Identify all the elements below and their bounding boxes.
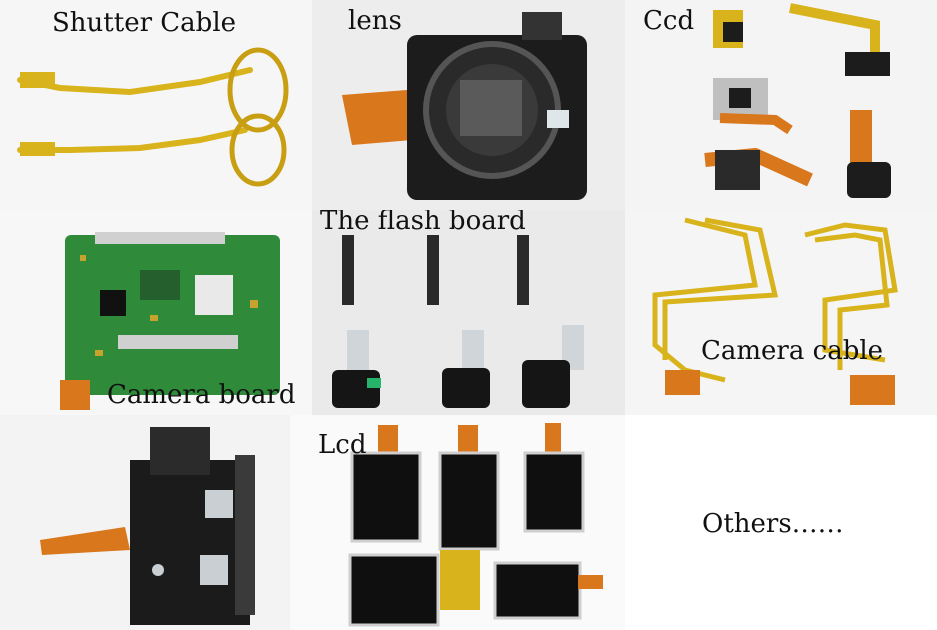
sensor-assembly-photo xyxy=(40,427,255,625)
ccd-label: Ccd xyxy=(643,6,695,36)
flash-board-label: The flash board xyxy=(320,210,526,236)
ccd-photo xyxy=(704,3,891,198)
lens-label: lens xyxy=(348,6,402,36)
lens-photo xyxy=(342,12,587,200)
panel-others: Others…… xyxy=(625,415,937,630)
panel-shutter-cable: Shutter Cable xyxy=(0,0,312,210)
shutter-cable-label: Shutter Cable xyxy=(52,8,237,38)
camera-board-label: Camera board xyxy=(107,380,296,410)
camera-board-photo xyxy=(60,232,280,410)
lcd-photo xyxy=(348,423,603,627)
panel-ccd: Ccd xyxy=(625,0,937,210)
panel-flash-board: The flash board xyxy=(312,210,625,415)
others-label: Others…… xyxy=(702,509,844,539)
panel-camera-board: Camera board xyxy=(0,210,312,415)
lcd-label: Lcd xyxy=(318,430,367,460)
panel-lcd: Lcd xyxy=(290,415,625,630)
flash-board-photo xyxy=(332,235,584,408)
shutter-cable-photo xyxy=(17,47,289,187)
panel-lens: lens xyxy=(312,0,625,210)
camera-cable-photo xyxy=(652,217,898,405)
panel-sensor-assembly xyxy=(0,415,290,630)
panel-camera-cable: Camera cable xyxy=(625,210,937,415)
camera-cable-label: Camera cable xyxy=(701,336,884,366)
